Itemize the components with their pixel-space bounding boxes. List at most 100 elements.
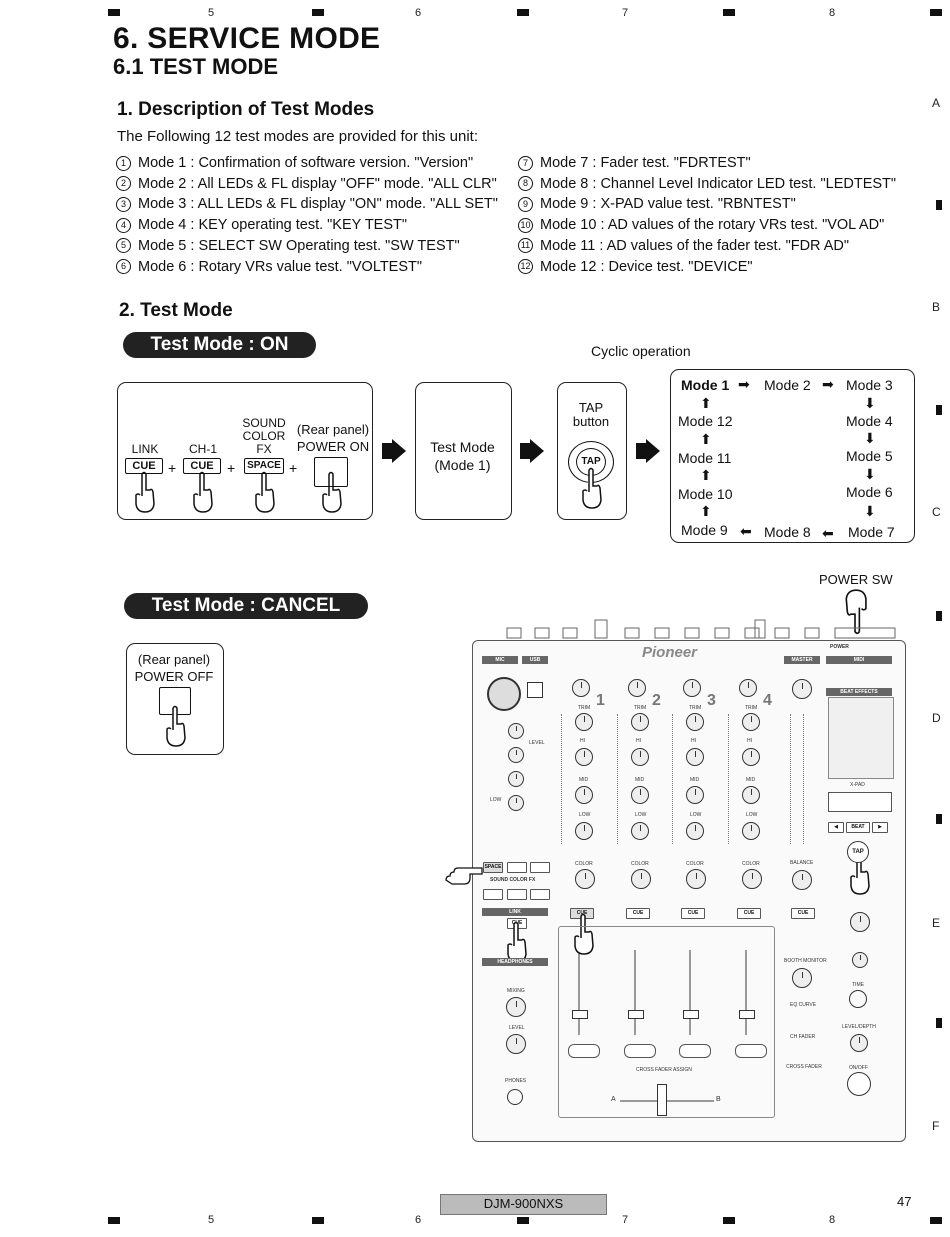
pointing-hand-icon: [574, 913, 594, 955]
on-off-label: ON/OFF: [849, 1065, 868, 1071]
crossfader-assign-switch: [568, 1044, 600, 1058]
low-label: LOW: [746, 812, 758, 818]
rear-panel-power-off-label: (Rear panel) POWER OFF: [134, 652, 214, 684]
usb-section-tag: USB: [522, 656, 548, 664]
input-select-knob: [572, 679, 590, 697]
channel-fader-knob: [683, 1010, 699, 1019]
flow-arrow-head: [646, 439, 660, 463]
pointing-hand-icon: [582, 467, 602, 509]
cyclic-operation-label: Cyclic operation: [591, 343, 691, 359]
mode-description: Mode 9 : X-PAD value test. "RBNTEST": [540, 196, 796, 213]
trim-knob: [631, 713, 649, 731]
registration-mark: [517, 9, 529, 16]
mid-label: MID: [635, 777, 645, 783]
booth-monitor-knob: [792, 968, 812, 988]
test-mode-cancel-label: Test Mode : CANCEL: [124, 593, 368, 619]
registration-mark: [936, 405, 942, 415]
channel-number: 1: [596, 692, 605, 709]
hi-eq-knob: [575, 748, 593, 766]
filter-fx-button: [530, 889, 550, 900]
flow-arrow-head: [530, 439, 544, 463]
mixing-knob: [506, 997, 526, 1017]
channel-cue-button: CUE: [626, 908, 650, 919]
trim-knob: [742, 713, 760, 731]
master-level-knob: [792, 679, 812, 699]
pointing-hand-icon: [166, 705, 186, 747]
column-number: 7: [622, 7, 629, 19]
on-off-button: [847, 1072, 871, 1096]
color-knob: [742, 869, 762, 889]
hi-label: HI: [580, 738, 585, 744]
plus-sign: +: [289, 460, 298, 476]
color-label: COLOR: [686, 861, 704, 867]
crossfader-assign-switch: [679, 1044, 711, 1058]
low-label: LOW: [690, 812, 702, 818]
registration-mark: [930, 1217, 942, 1224]
down-arrow-icon: ⬇: [864, 395, 876, 411]
balance-label: BALANCE: [790, 860, 814, 866]
pointing-hand-icon: [445, 867, 483, 885]
cycle-mode-11: Mode 11: [678, 450, 732, 466]
mode-description: Mode 1 : Confirmation of software versio…: [138, 155, 474, 171]
channel-number: 4: [763, 692, 772, 709]
mic-level-label: LEVEL: [529, 740, 545, 746]
left-arrow-icon: ⬅: [740, 523, 752, 539]
mic-low-label: LOW: [490, 797, 502, 803]
registration-mark: [723, 9, 735, 16]
headphones-tag: HEADPHONES: [482, 958, 548, 966]
cycle-mode-8: Mode 8: [764, 524, 811, 540]
mic2-level-knob: [508, 747, 524, 763]
registration-mark: [936, 611, 942, 621]
page-number: 47: [897, 1194, 912, 1209]
beat-effects-tag: BEAT EFFECTS: [826, 688, 892, 696]
tap-button-label: TAP button: [572, 400, 610, 429]
power-sw-label: POWER SW: [819, 572, 893, 587]
cross-fader-knob: [657, 1084, 667, 1116]
phones-jack: [507, 1089, 523, 1105]
flow-arrow: [636, 443, 646, 459]
page-subtitle: 6.1 TEST MODE: [113, 54, 279, 79]
model-name: DJM-900NXS: [440, 1194, 607, 1215]
trim-label: TRIM: [578, 705, 591, 711]
mid-label: MID: [746, 777, 756, 783]
mode-number-badge: 5: [116, 238, 131, 254]
mode-number-badge: 3: [116, 196, 131, 212]
color-label: COLOR: [575, 861, 593, 867]
cycle-mode-9: Mode 9: [681, 522, 728, 538]
rear-jacks-row: [505, 618, 905, 640]
master-cue-button: CUE: [791, 908, 815, 919]
color-knob: [631, 869, 651, 889]
cross-fader-a-label: A: [611, 1096, 616, 1103]
cycle-mode-1: Mode 1: [681, 377, 730, 393]
registration-mark: [108, 9, 120, 16]
channel-number: 3: [707, 692, 716, 709]
cycle-mode-3: Mode 3: [846, 377, 893, 393]
master-section-tag: MASTER: [784, 656, 820, 664]
left-arrow-icon: ⬅: [822, 525, 834, 541]
up-arrow-icon: ⬆: [700, 503, 712, 519]
hi-eq-knob: [631, 748, 649, 766]
row-letter: C: [932, 505, 941, 519]
low-eq-knob: [742, 822, 760, 840]
up-arrow-icon: ⬆: [700, 431, 712, 447]
sound-color-fx-label: SOUND COLOR FX: [242, 416, 286, 456]
cycle-mode-6: Mode 6: [846, 484, 893, 500]
column-number: 7: [622, 1214, 629, 1226]
channel-fader-knob: [572, 1010, 588, 1019]
crush-fx-button: [507, 889, 527, 900]
low-label: LOW: [579, 812, 591, 818]
power-key: [314, 457, 348, 487]
right-arrow-icon: ➡: [738, 376, 750, 392]
registration-mark: [936, 814, 942, 824]
channel-fader-knob: [739, 1010, 755, 1019]
ch1-label: CH-1: [188, 442, 217, 456]
registration-mark: [312, 9, 324, 16]
beat-left-button: ◀: [828, 822, 844, 833]
cross-fader-b-label: B: [716, 1096, 721, 1103]
